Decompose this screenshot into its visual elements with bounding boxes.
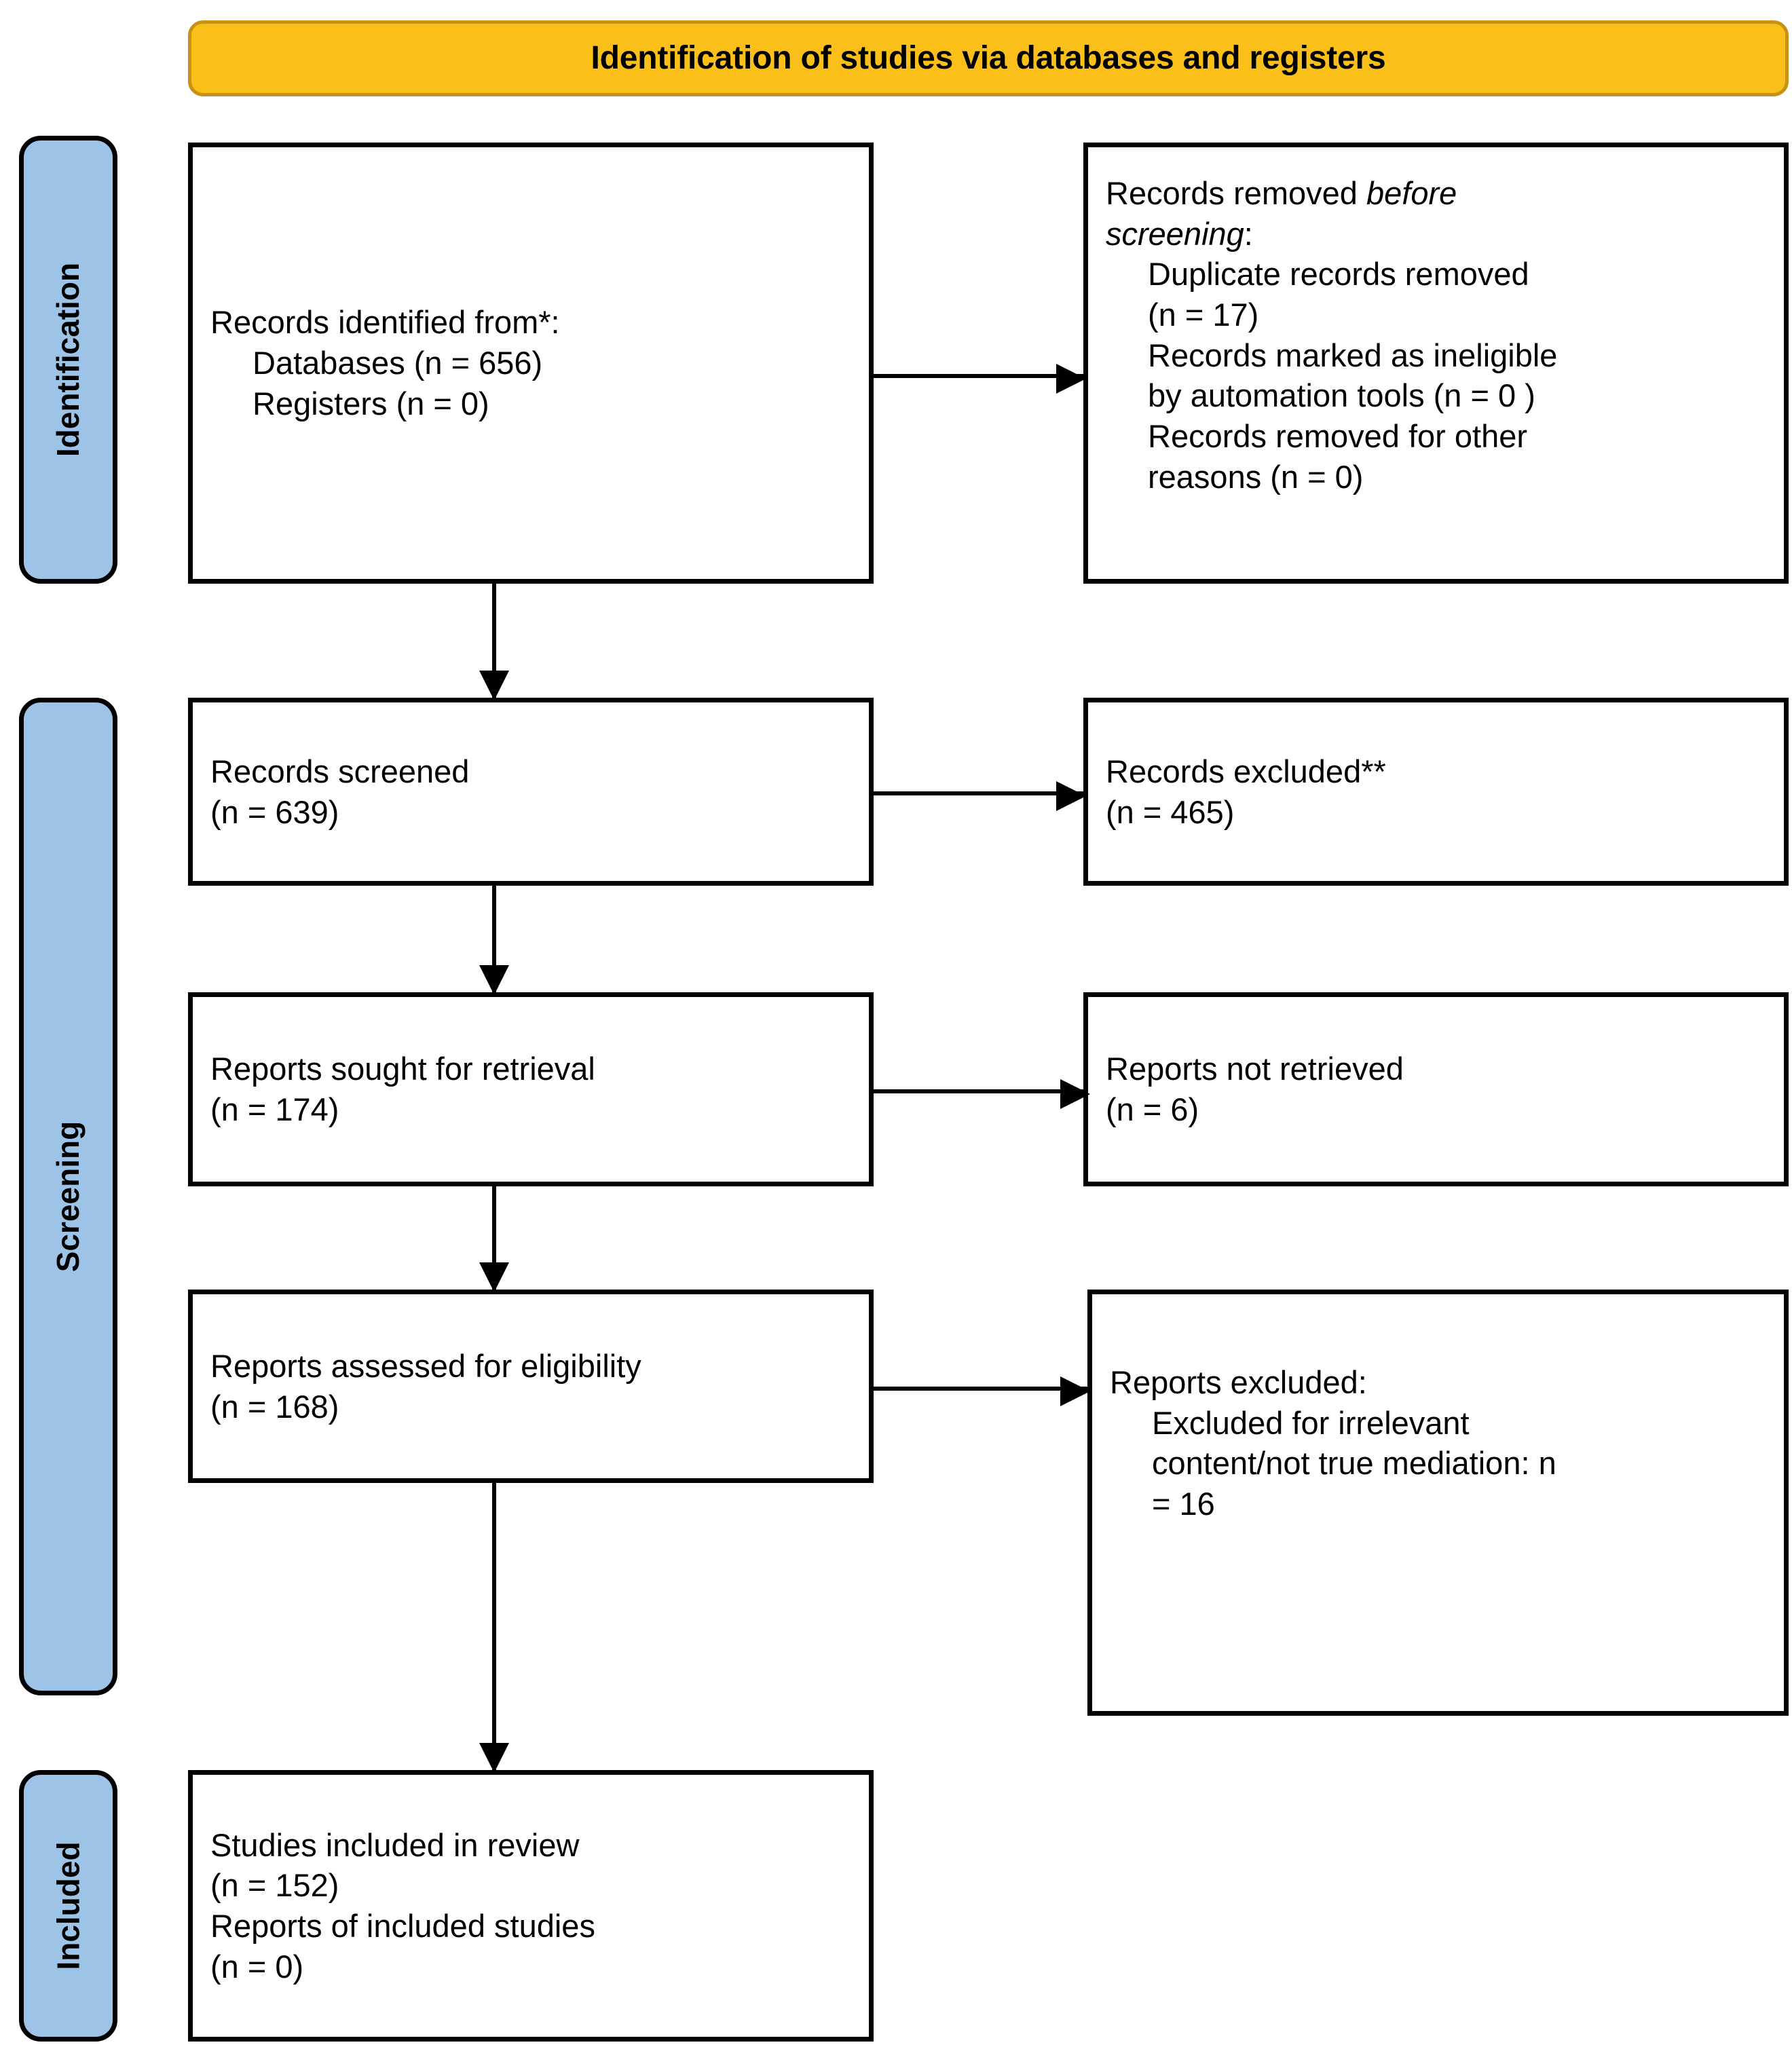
records-identified-line-2: Databases (n = 656)	[253, 345, 543, 381]
records-screened-line-2: (n = 639)	[210, 793, 339, 830]
stage-label-identification-text: Identification	[50, 262, 86, 457]
records-removed-line-8: reasons (n = 0)	[1148, 458, 1364, 495]
box-records-screened: Records screened (n = 639)	[188, 698, 874, 886]
arrow-assessed-to-included	[479, 1483, 509, 1773]
box-reports-sought-for-retrieval: Reports sought for retrieval (n = 174)	[188, 992, 874, 1186]
records-removed-line-1-italic: before	[1366, 175, 1457, 211]
arrow-identified-to-removed	[874, 364, 1086, 394]
records-removed-line-2-italic: screening	[1106, 215, 1244, 252]
records-removed-line-5: Records marked as ineligible	[1148, 337, 1558, 373]
records-removed-line-7: Records removed for other	[1148, 418, 1528, 455]
reports-sought-line-1: Reports sought for retrieval	[210, 1051, 595, 1087]
box-reports-excluded: Reports excluded: Excluded for irrelevan…	[1087, 1290, 1789, 1716]
arrow-identified-to-screened	[479, 584, 509, 700]
records-removed-line-1: Records removed before	[1106, 173, 1766, 214]
box-records-screened-text: Records screened (n = 639)	[193, 751, 869, 832]
records-removed-line-3: Duplicate records removed	[1148, 256, 1529, 293]
stage-label-included-text: Included	[50, 1841, 86, 1970]
box-records-identified-text: Records identified from*: Databases (n =…	[193, 302, 869, 424]
records-removed-line-6: by automation tools (n = 0 )	[1148, 377, 1535, 414]
arrow-assessed-to-reports-excluded	[874, 1376, 1090, 1406]
box-studies-included-text: Studies included in review (n = 152) Rep…	[193, 1825, 869, 1987]
records-identified-line-1: Records identified from*:	[210, 304, 560, 341]
reports-not-retrieved-line-2: (n = 6)	[1106, 1091, 1199, 1127]
reports-assessed-line-2: (n = 168)	[210, 1388, 339, 1425]
records-excluded-line-1: Records excluded**	[1106, 753, 1386, 789]
stage-label-included: Included	[19, 1770, 117, 2042]
stage-label-screening: Screening	[19, 698, 117, 1695]
box-records-removed-text: Records removed before screening: Duplic…	[1088, 173, 1784, 497]
reports-assessed-line-1: Reports assessed for eligibility	[210, 1347, 641, 1384]
arrow-screened-to-excluded	[874, 781, 1086, 811]
box-reports-excluded-text: Reports excluded: Excluded for irrelevan…	[1092, 1362, 1784, 1524]
records-removed-line-2: screening:	[1106, 214, 1766, 255]
records-removed-line-2-suffix: :	[1244, 215, 1253, 252]
records-excluded-line-2: (n = 465)	[1106, 793, 1235, 830]
studies-included-line-4: (n = 0)	[210, 1948, 304, 1985]
box-reports-assessed-for-eligibility: Reports assessed for eligibility (n = 16…	[188, 1290, 874, 1483]
reports-excluded-line-3: content/not true mediation: n	[1152, 1445, 1556, 1482]
stage-label-identification: Identification	[19, 136, 117, 584]
box-reports-assessed-text: Reports assessed for eligibility (n = 16…	[193, 1346, 869, 1427]
reports-excluded-line-4: = 16	[1152, 1486, 1215, 1522]
reports-excluded-line-2: Excluded for irrelevant	[1152, 1404, 1470, 1441]
reports-excluded-line-1: Reports excluded:	[1110, 1364, 1367, 1400]
studies-included-line-2: (n = 152)	[210, 1867, 339, 1904]
box-reports-not-retrieved-text: Reports not retrieved (n = 6)	[1088, 1049, 1784, 1129]
records-removed-line-1-prefix: Records removed	[1106, 175, 1366, 211]
box-records-identified: Records identified from*: Databases (n =…	[188, 143, 874, 584]
records-removed-line-4: (n = 17)	[1148, 297, 1259, 333]
diagram-header-banner: Identification of studies via databases …	[188, 20, 1789, 96]
arrow-sought-to-not-retrieved	[874, 1079, 1090, 1109]
box-reports-not-retrieved: Reports not retrieved (n = 6)	[1083, 992, 1789, 1186]
reports-sought-line-2: (n = 174)	[210, 1091, 339, 1127]
arrow-screened-to-sought	[479, 886, 509, 995]
box-records-excluded: Records excluded** (n = 465)	[1083, 698, 1789, 886]
box-studies-included-in-review: Studies included in review (n = 152) Rep…	[188, 1770, 874, 2042]
records-identified-line-3: Registers (n = 0)	[253, 385, 489, 421]
stage-label-screening-text: Screening	[50, 1121, 86, 1273]
studies-included-line-3: Reports of included studies	[210, 1908, 595, 1944]
box-reports-sought-text: Reports sought for retrieval (n = 174)	[193, 1049, 869, 1129]
records-screened-line-1: Records screened	[210, 753, 470, 789]
box-records-removed-before-screening: Records removed before screening: Duplic…	[1083, 143, 1789, 584]
arrow-sought-to-assessed	[479, 1186, 509, 1292]
box-records-excluded-text: Records excluded** (n = 465)	[1088, 751, 1784, 832]
studies-included-line-1: Studies included in review	[210, 1826, 580, 1863]
reports-not-retrieved-line-1: Reports not retrieved	[1106, 1051, 1404, 1087]
diagram-title: Identification of studies via databases …	[591, 39, 1386, 76]
